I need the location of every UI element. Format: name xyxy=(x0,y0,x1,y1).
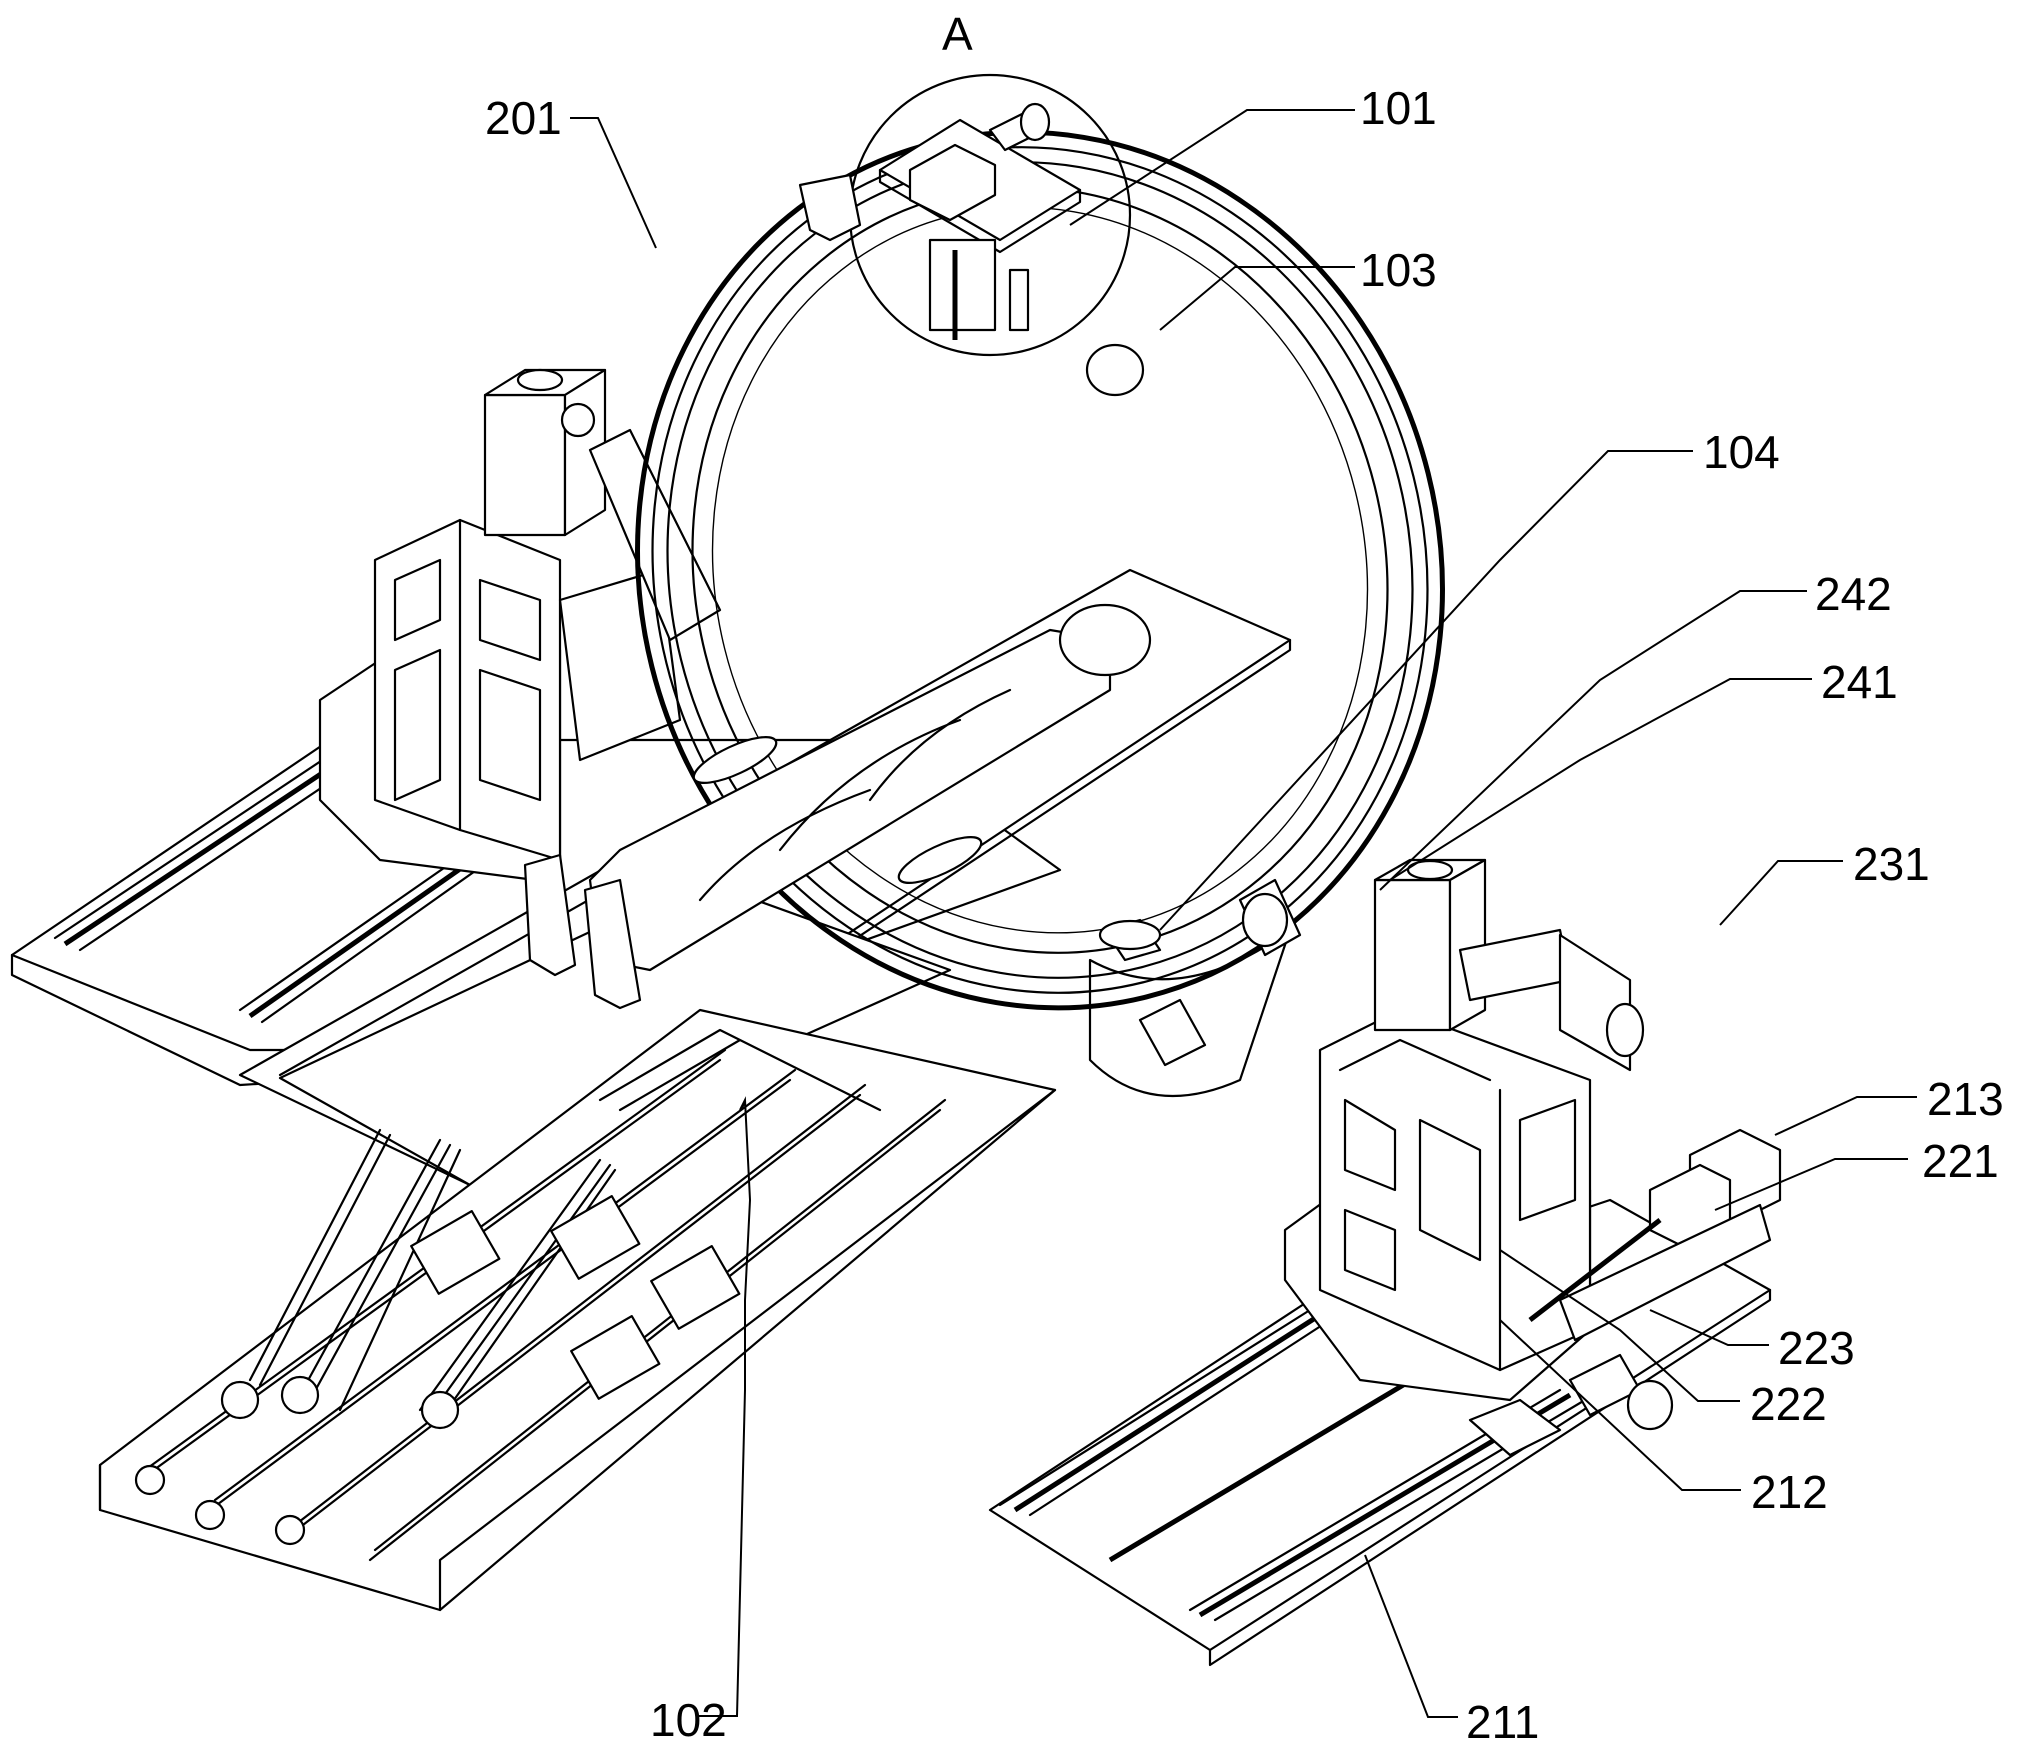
ref-label-242: 242 xyxy=(1815,568,1892,620)
left-column-tower xyxy=(318,368,722,882)
right-column-tower xyxy=(1283,858,1782,1457)
leader-223 xyxy=(1649,1309,1769,1346)
leader-242 xyxy=(1379,590,1807,891)
leader-212 xyxy=(1499,1319,1741,1491)
ref-label-241: 241 xyxy=(1821,656,1898,708)
leader-222 xyxy=(1499,1249,1740,1402)
leader-lines xyxy=(570,109,1917,1718)
leader-231 xyxy=(1719,860,1843,926)
patient-model xyxy=(523,603,1152,1010)
leader-221 xyxy=(1714,1158,1908,1211)
ref-label-211: 211 xyxy=(1466,1696,1539,1748)
leader-101 xyxy=(1069,109,1355,226)
leader-103 xyxy=(1159,266,1355,331)
ref-label-104: 104 xyxy=(1703,426,1780,478)
reference-labels: A 201 101 103 104 242 241 231 213 221 22… xyxy=(485,8,2004,1748)
ref-label-213: 213 xyxy=(1927,1073,2004,1125)
detail-label-a: A xyxy=(942,8,973,60)
ref-label-212: 212 xyxy=(1751,1466,1828,1518)
ref-label-101: 101 xyxy=(1360,82,1437,134)
leader-102 xyxy=(698,1096,752,1717)
ref-label-103: 103 xyxy=(1360,244,1437,296)
ref-label-201: 201 xyxy=(485,92,562,144)
ref-label-102: 102 xyxy=(650,1694,727,1746)
ref-label-221: 221 xyxy=(1922,1135,1999,1187)
ref-label-222: 222 xyxy=(1750,1378,1827,1430)
leader-104 xyxy=(1159,450,1693,931)
leader-241 xyxy=(1389,678,1812,881)
lower-mechanism xyxy=(98,1008,1057,1612)
leader-213 xyxy=(1774,1096,1917,1136)
ref-label-223: 223 xyxy=(1778,1322,1855,1374)
top-module xyxy=(798,73,1145,397)
ref-label-231: 231 xyxy=(1853,838,1930,890)
leader-201 xyxy=(570,117,657,249)
leader-211 xyxy=(1364,1554,1458,1718)
